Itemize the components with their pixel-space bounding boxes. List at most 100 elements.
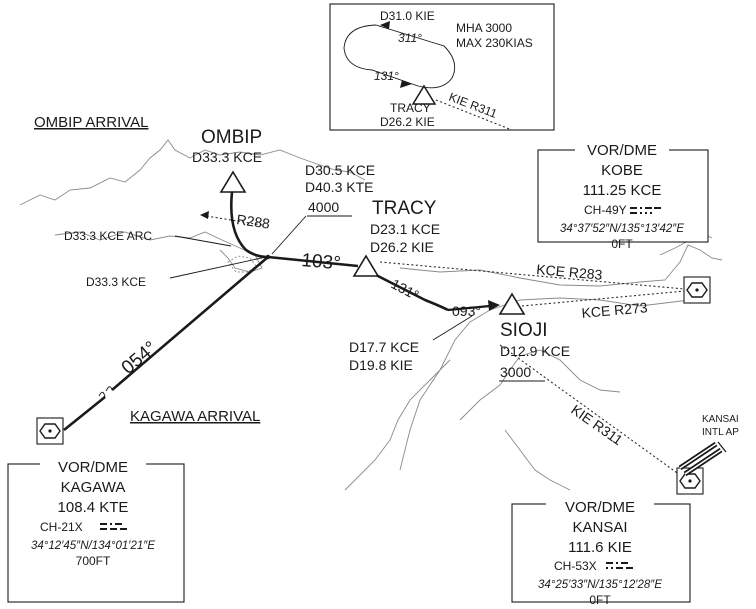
kagawa-elev: 700FT — [76, 554, 111, 568]
kansai-coords: 34°25′33″N/135°12′28″E — [538, 579, 662, 591]
kie-r311-radial — [499, 344, 681, 476]
coastline-bay — [54, 231, 263, 273]
kobe-channel: CH-49Y — [584, 203, 627, 217]
kce-r283-label: KCE R283 — [536, 261, 604, 283]
kce-r273-radial — [521, 289, 697, 307]
vor-dme-icon — [679, 473, 701, 489]
kie-r311-label: KIE R311 — [568, 401, 626, 448]
kansai-name: KANSAI — [572, 519, 627, 536]
route-054-b — [111, 256, 269, 391]
kce-r283-radial — [379, 261, 697, 291]
junction-dist1: D30.5 KCE — [305, 162, 375, 178]
junction-point — [265, 254, 271, 260]
leaders-layer — [169, 215, 307, 279]
ombip-name: OMBIP — [201, 127, 262, 148]
vor-dme-icon — [686, 282, 708, 298]
kobe-info-box: VOR/DME KOBE 111.25 KCE CH-49Y 34°37′52″… — [537, 142, 709, 251]
tracy-fix-icon — [352, 254, 380, 277]
routes-layer — [63, 191, 500, 432]
route-054 — [63, 395, 106, 432]
airport-name: KANSAI — [702, 414, 739, 425]
tracy-dist1: D23.1 KCE — [370, 221, 440, 237]
holding-inbound-arrow — [380, 21, 390, 29]
kansai-elev: 0FT — [589, 593, 611, 607]
holding-inbound-course: 311° — [398, 31, 422, 45]
coastline-south-1 — [399, 297, 691, 471]
kagawa-type: VOR/DME — [58, 459, 128, 476]
holding-mha: MHA 3000 — [456, 21, 512, 35]
kobe-freq: 111.25 KCE — [583, 182, 662, 199]
kagawa-arrival-title: KAGAWA ARRIVAL — [130, 408, 260, 425]
coastline-south-4 — [504, 429, 571, 491]
turn-dist2: D19.8 KIE — [349, 357, 413, 373]
holding-outbound-course: 131° — [374, 69, 399, 83]
turn-dist1: D17.7 KCE — [349, 339, 419, 355]
navaid-kobe-symbol — [683, 276, 711, 304]
holding-fix-icon — [411, 84, 437, 105]
coastline-south-2 — [344, 359, 451, 491]
kansai-info-box: VOR/DME KANSAI 111.6 KIE CH-53X 34°25′33… — [511, 496, 691, 607]
route-093 — [447, 304, 491, 312]
coastline-south-3 — [459, 349, 621, 421]
holding-box — [329, 3, 555, 131]
route-093-arrow — [488, 300, 500, 311]
route-break-mark — [98, 386, 113, 398]
kagawa-name: KAGAWA — [61, 479, 126, 496]
kansai-type: VOR/DME — [565, 499, 635, 516]
junction-dist-label: D33.3 KCE — [86, 275, 146, 289]
course-131: 131° — [389, 276, 422, 304]
kobe-name: KOBE — [601, 162, 643, 179]
kobe-type: VOR/DME — [587, 142, 657, 159]
kansai-airport-icon — [678, 441, 727, 477]
r288-radial — [199, 214, 263, 226]
course-054: 054° — [118, 337, 162, 378]
holding-fix-label: TRACY — [390, 101, 431, 115]
holding-outbound-arrow — [400, 80, 412, 88]
tracy-name: TRACY — [372, 198, 437, 219]
kagawa-coords: 34°12′45″N/134°01′21″E — [31, 540, 155, 552]
junction-altitude: 4000 — [308, 199, 339, 215]
kagawa-morse-icon — [100, 523, 127, 530]
arc-label: D33.3 KCE ARC — [64, 229, 152, 243]
kansai-freq: 111.6 KIE — [568, 539, 632, 556]
fixes-layer — [219, 170, 526, 315]
sioji-fix-icon — [498, 292, 526, 315]
course-093: 093° — [452, 303, 481, 319]
kansai-channel: CH-53X — [554, 559, 597, 573]
coastline-north — [19, 139, 366, 206]
kobe-elev: 0FT — [611, 237, 633, 251]
radials-layer — [199, 211, 697, 476]
sioji-name: SIOJI — [500, 320, 548, 341]
holding-outbound-end: D31.0 KIE — [380, 9, 435, 23]
arc-leader — [174, 235, 232, 247]
ombip-arrival-title: OMBIP ARRIVAL — [34, 114, 149, 131]
coastline-kobe — [399, 244, 723, 287]
kobe-morse-icon — [630, 207, 661, 214]
holding-fix-dist: D26.2 KIE — [380, 115, 435, 129]
route-131 — [373, 272, 449, 312]
vor-dme-icon — [39, 423, 61, 439]
kagawa-channel: CH-21X — [40, 520, 83, 534]
route-ombip-arc — [230, 191, 269, 259]
kce-r273-label: KCE R273 — [581, 299, 649, 321]
course-103: 103° — [301, 250, 342, 274]
holding-max-speed: MAX 230KIAS — [456, 36, 533, 50]
tracy-dist2: D26.2 KIE — [370, 239, 434, 255]
holding-inset: D31.0 KIE 311° MHA 3000 MAX 230KIAS 131°… — [329, 3, 555, 131]
holding-radial — [435, 99, 513, 131]
route-103 — [267, 255, 359, 268]
junction-dist-leader — [169, 256, 267, 279]
holding-racetrack — [343, 24, 456, 89]
ombip-dist: D33.3 KCE — [192, 149, 262, 165]
kobe-coords: 34°37′52″N/135°13′42″E — [560, 223, 684, 235]
kansai-morse-icon — [606, 562, 633, 569]
sioji-altitude: 3000 — [500, 364, 531, 380]
r288-label: R288 — [236, 211, 272, 232]
kagawa-freq: 108.4 KTE — [58, 499, 129, 516]
sioji-leader — [432, 315, 473, 341]
r288-arrow — [200, 211, 209, 219]
sioji-dist: D12.9 KCE — [500, 343, 570, 359]
navaid-kagawa-symbol — [36, 417, 64, 445]
